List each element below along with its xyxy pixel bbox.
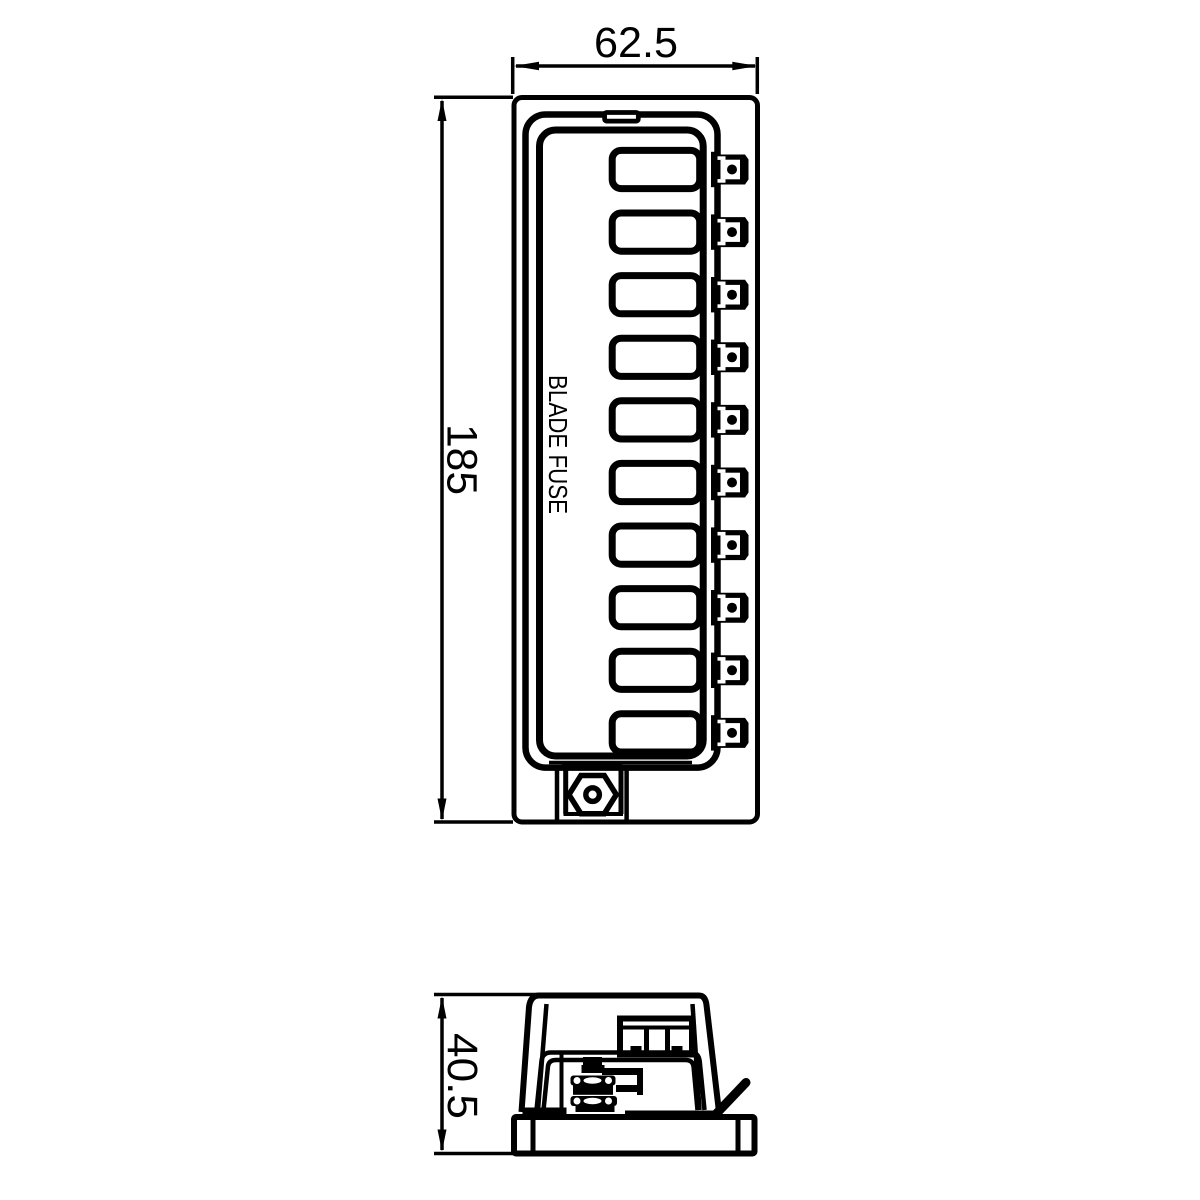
svg-text:40.5: 40.5 — [438, 1033, 485, 1119]
svg-text:62.5: 62.5 — [594, 20, 678, 67]
svg-text:BLADE FUSE: BLADE FUSE — [543, 375, 573, 514]
svg-text:185: 185 — [438, 424, 485, 495]
